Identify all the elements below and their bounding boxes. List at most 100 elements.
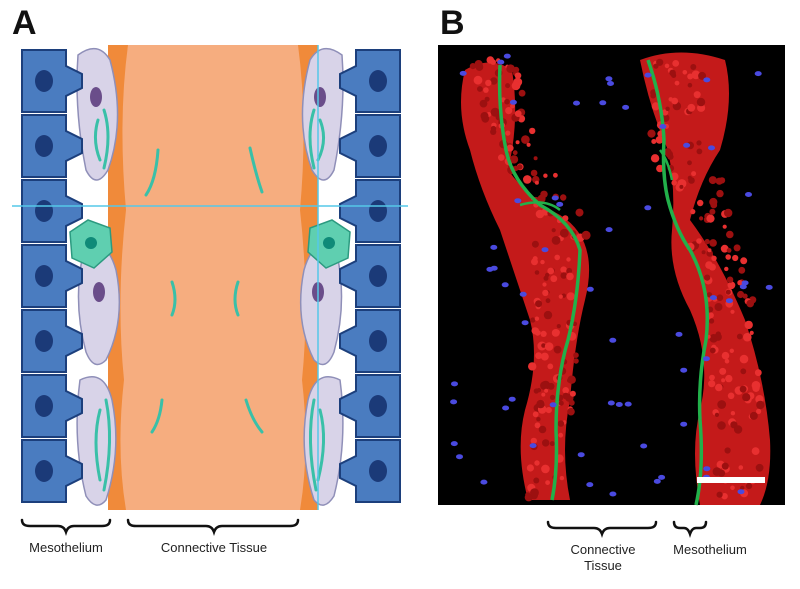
stain-speckle [567, 407, 575, 416]
stain-speckle [567, 375, 576, 384]
stain-speckle [707, 248, 712, 253]
stain-speckle [480, 112, 489, 120]
stain-speckle [538, 425, 547, 434]
stain-speckle [721, 351, 730, 360]
blue-nucleus [509, 99, 517, 105]
mesothelium-left [21, 49, 83, 503]
spindle-nucleus [90, 87, 102, 107]
stain-speckle [732, 254, 739, 262]
stain-speckle [733, 244, 741, 252]
blue-nucleus [745, 192, 752, 197]
stain-speckle [724, 208, 733, 218]
green-branch [519, 201, 561, 212]
panel-b-micrograph [438, 45, 785, 506]
panel-a-schematic [12, 45, 408, 510]
stain-speckle [543, 173, 548, 178]
stain-speckle [541, 392, 546, 397]
stain-speckle [537, 194, 546, 203]
stain-speckle [733, 425, 743, 434]
stain-speckle [484, 96, 490, 102]
fiber [144, 148, 160, 197]
stain-speckle [708, 380, 716, 388]
stain-speckle [531, 240, 539, 248]
stain-speckle [655, 136, 664, 144]
stain-speckle [534, 316, 540, 321]
stain-speckle [691, 171, 697, 177]
mesothelial-nucleus [369, 135, 387, 157]
stain-speckle [716, 491, 723, 498]
stain-speckle [526, 142, 531, 147]
mesothelial-nucleus [369, 330, 387, 352]
round-cell-nucleus [85, 237, 97, 249]
stain-speckle [521, 135, 530, 144]
label-mesothelium-b: Mesothelium [673, 542, 747, 557]
fiber [233, 280, 240, 317]
mesothelial-nucleus [35, 200, 53, 222]
mesothelial-nucleus [369, 200, 387, 222]
stain-speckle [726, 248, 732, 253]
stain-speckle [746, 299, 754, 308]
fiber [316, 408, 326, 482]
brace-connective-b [546, 520, 658, 538]
stain-speckle [714, 412, 720, 417]
stain-speckle [506, 64, 515, 73]
spindle-cell [299, 244, 343, 366]
stain-speckle [544, 342, 554, 351]
stain-speckle [547, 267, 555, 275]
stain-speckle [545, 480, 550, 485]
stain-speckle [709, 374, 715, 381]
stain-speckle [560, 194, 567, 201]
blue-nucleus [754, 71, 762, 77]
stain-speckle [514, 72, 522, 79]
fiber [170, 280, 177, 317]
mesothelial-nucleus [35, 460, 53, 482]
stain-speckle [566, 272, 574, 281]
stain-speckle [650, 154, 660, 163]
stain-speckle [526, 464, 535, 472]
stain-speckle [485, 79, 492, 87]
stain-speckle [717, 400, 727, 409]
stain-speckle [549, 394, 556, 400]
stain-speckle [674, 80, 680, 86]
stain-speckle [671, 97, 679, 105]
stain-speckle [717, 421, 726, 430]
stain-speckle [725, 289, 731, 295]
fiber [150, 398, 164, 434]
stain-speckle [553, 172, 558, 178]
blue-nucleus [586, 482, 594, 488]
blue-nucleus [708, 145, 715, 151]
blue-nucleus [490, 244, 498, 250]
stain-speckle [724, 447, 731, 454]
stain-speckle [534, 460, 540, 466]
stain-speckle [724, 266, 729, 272]
stain-speckle [573, 358, 579, 364]
stain-speckle [726, 230, 734, 239]
stain-speckle [541, 464, 550, 474]
stain-speckle [656, 58, 664, 66]
stain-speckle [665, 106, 670, 112]
stain-speckle [543, 310, 553, 320]
stain-speckle [651, 139, 657, 144]
stain-speckle [704, 274, 711, 281]
stain-speckle [490, 77, 498, 85]
stain-speckle [718, 177, 726, 184]
stain-speckle [721, 378, 726, 383]
stain-speckle [581, 230, 591, 240]
stain-speckle [504, 98, 510, 105]
stain-speckle [688, 177, 695, 184]
stain-speckle [473, 75, 483, 85]
stain-speckle [706, 250, 713, 257]
blue-nucleus [609, 337, 617, 343]
stain-speckle [651, 102, 660, 111]
blue-nucleus [586, 286, 594, 292]
blue-nucleus [659, 124, 667, 129]
blue-nucleus [605, 227, 613, 233]
spindle-cell [76, 47, 119, 181]
stain-speckle [709, 197, 718, 207]
blue-nucleus [607, 81, 614, 86]
stain-speckle [534, 422, 541, 429]
stain-speckle [751, 447, 760, 455]
label-mesothelium-a: Mesothelium [29, 540, 103, 555]
scale-bar [697, 477, 765, 483]
stain-speckle [696, 238, 702, 244]
